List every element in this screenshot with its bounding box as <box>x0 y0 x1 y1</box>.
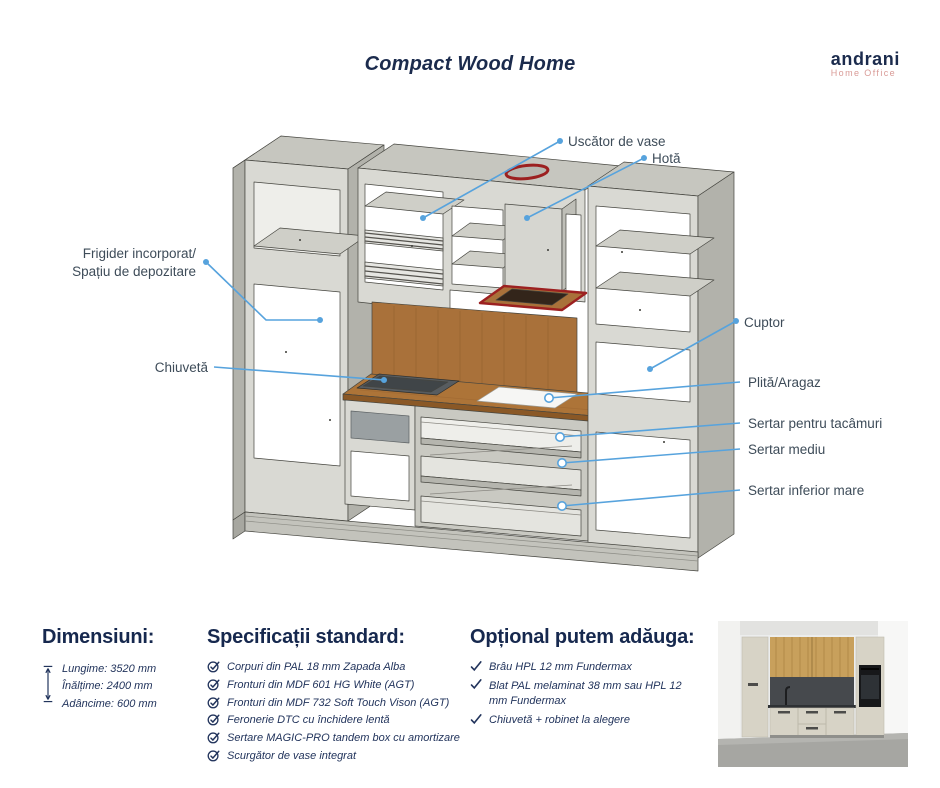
circled-check-icon <box>207 679 220 691</box>
fridge-label-line1: Frigider incorporat/ <box>83 246 197 261</box>
brand-logo: andrani Home Office <box>831 50 900 78</box>
sink-label: Chiuvetă <box>155 360 209 375</box>
cabinet-diagram: Uscător de vase Hotă Frigider incorporat… <box>72 134 882 572</box>
callout-fridge <box>203 259 323 323</box>
check-icon <box>470 678 482 689</box>
circled-check-icon <box>207 661 220 673</box>
spec-item: Sertare MAGIC-PRO tandem box cu amortiza… <box>207 732 472 745</box>
callout-cutlery-drawer <box>554 422 741 442</box>
standard-specs-section: Specificații standard: Corpuri din PAL 1… <box>207 626 472 768</box>
callout-cooktop <box>543 381 741 403</box>
dimension-item: Înălțime: 2400 mm <box>62 680 153 693</box>
base-plinth <box>232 511 699 572</box>
circled-check-icon <box>207 696 220 708</box>
vent-hole <box>504 163 550 181</box>
circled-check-icon <box>207 750 220 762</box>
callout-labels: Uscător de vase Hotă Frigider incorporat… <box>72 134 882 498</box>
optional-heading: Opțional putem adăuga: <box>470 626 695 648</box>
fridge-space-opening <box>253 283 341 467</box>
dimensions-heading: Dimensiuni: <box>42 626 155 648</box>
middle-upper-cabinets <box>357 143 622 313</box>
hood-opening <box>478 284 588 312</box>
callout-dish-dryer <box>420 138 563 221</box>
check-icon <box>470 714 482 725</box>
screw-dots <box>285 239 665 443</box>
optional-item: Chiuvetă + robinet la alegere <box>470 714 715 727</box>
middle-drawer-label: Sertar mediu <box>748 442 825 457</box>
callout-hood <box>524 155 647 221</box>
cooktop-area <box>476 386 578 409</box>
circled-check-icon <box>207 714 220 726</box>
bottom-drawer-label: Sertar inferior mare <box>748 483 864 498</box>
specs-heading: Specificații standard: <box>207 626 405 648</box>
callout-sink <box>213 366 387 383</box>
callout-oven <box>647 318 739 372</box>
callouts <box>203 138 741 511</box>
optional-section: Opțional putem adăuga: Brâu HPL 12 mm Fu… <box>470 626 715 732</box>
wood-back-panel <box>371 301 578 403</box>
oven-cavity <box>595 341 691 403</box>
brand-tagline: Home Office <box>830 68 897 78</box>
right-tower <box>587 161 735 559</box>
height-arrow-icon <box>43 665 53 703</box>
hood-housing <box>504 198 577 292</box>
cutlery-drawer-label: Sertar pentru tacâmuri <box>748 416 882 431</box>
brand-name: andrani <box>830 49 900 69</box>
hood-label: Hotă <box>652 151 681 166</box>
bottom-drawer <box>420 495 582 537</box>
page-title: Compact Wood Home <box>364 53 576 75</box>
spec-item: Fronturi din MDF 601 HG White (AGT) <box>207 679 472 692</box>
check-icon <box>470 661 482 672</box>
oven-label: Cuptor <box>744 315 785 330</box>
spec-item: Fronturi din MDF 732 Soft Touch Vison (A… <box>207 697 472 710</box>
kitchen-photo <box>718 621 908 767</box>
fridge-label-line2: Spațiu de depozitare <box>72 264 196 279</box>
cooktop-label: Plită/Aragaz <box>748 375 821 390</box>
spec-item: Scurgător de vase integrat <box>207 750 472 763</box>
spec-item: Feronerie DTC cu închidere lentă <box>207 714 472 727</box>
sink-cabinet <box>344 399 416 511</box>
optional-item: Brâu HPL 12 mm Fundermax <box>470 661 715 674</box>
dimensions-section: Dimensiuni: Lungime: 3520 mm Înălțime: 2… <box>42 626 207 715</box>
spec-item: Corpuri din PAL 18 mm Zapada Alba <box>207 661 472 674</box>
dimension-item: Adâncime: 600 mm <box>62 697 157 710</box>
dish-dryer-racks <box>364 229 444 287</box>
callout-bottom-drawer <box>556 489 741 511</box>
callout-middle-drawer <box>556 448 741 468</box>
dimension-item: Lungime: 3520 mm <box>62 663 157 675</box>
dish-dryer-label: Uscător de vase <box>568 134 666 149</box>
circled-check-icon <box>207 732 220 744</box>
drawer-stack <box>414 405 589 542</box>
optional-item: Blat PAL melaminat 38 mm sau HPL 12 mm F… <box>470 678 685 710</box>
